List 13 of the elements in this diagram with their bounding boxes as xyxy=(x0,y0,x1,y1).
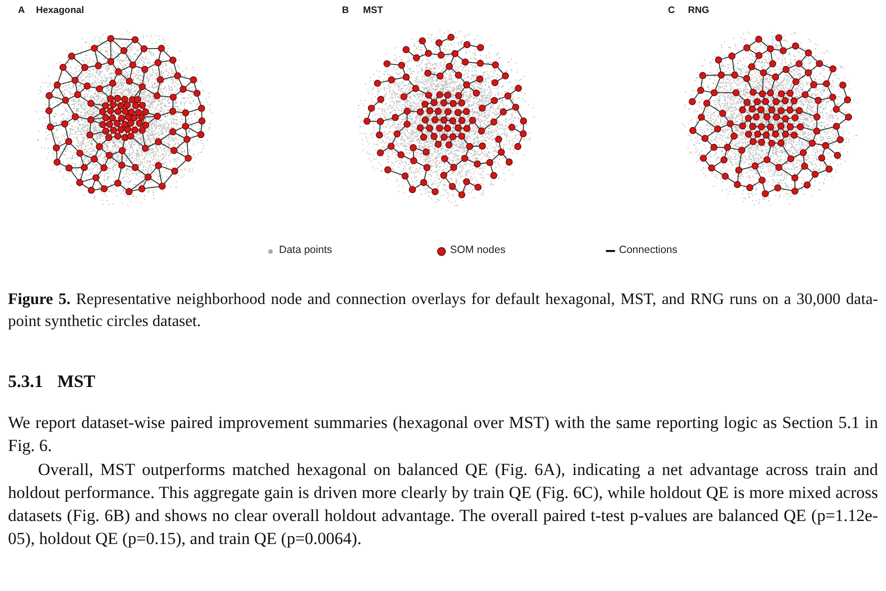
panel-letter: C xyxy=(668,5,675,16)
panel-title: Hexagonal xyxy=(36,5,84,16)
body-paragraph: We report dataset-wise paired improvement summaries (hexagonal over MST) with the same reporting logic as Section 5.1 in Fig. 6. xyxy=(8,412,878,457)
panel-letter: B xyxy=(342,5,349,16)
panel-title: MST xyxy=(363,5,384,16)
figure-caption: Figure 5. Representative neighborhood node and connection overlays for default hexagonal, MST, and RNG runs on a 30,000 data-point synthetic circles dataset. xyxy=(8,290,878,332)
section-heading: 5.3.1 MST xyxy=(8,370,96,392)
panel-title: RNG xyxy=(688,5,710,16)
legend-label: Connections xyxy=(619,244,678,256)
legend-label: Data points xyxy=(279,244,332,256)
legend-label: SOM nodes xyxy=(450,244,506,256)
panel-letter: A xyxy=(18,5,25,16)
body-paragraph: Overall, MST outperforms matched hexagonal on balanced QE (Fig. 6A), indicating a net advantage across train and holdout performance. This aggregate gain is driven more clearly by train QE (Fig. 6C), while holdout QE is more mixed across datasets (Fig. 6B) and shows no clear overall holdout advantage. The overall paired t-test p-values are balanced QE (p=1.12e-05), holdout QE (p=0.15), and train QE (p=0.0064). xyxy=(8,459,878,550)
